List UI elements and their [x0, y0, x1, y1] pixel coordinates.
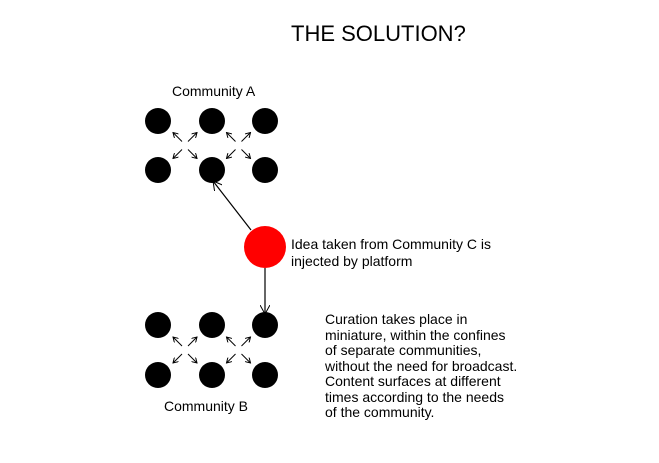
community-a-link-arrow — [227, 133, 236, 142]
community-a-link-arrow — [187, 133, 197, 142]
curation-line: of separate communities, — [325, 342, 482, 358]
idea-node — [244, 226, 286, 268]
community-a-node — [145, 157, 171, 183]
community-a-link-arrow — [241, 133, 251, 142]
community-b-node — [145, 362, 171, 388]
community-a-link-arrow — [241, 149, 251, 159]
curation-caption: Curation takes place in miniature, withi… — [325, 311, 518, 421]
community-b-node — [252, 362, 278, 388]
community-a-link-arrow — [173, 149, 183, 159]
community-b-node — [145, 312, 171, 338]
community-b-link-arrow — [241, 353, 251, 363]
community-b-link-arrow — [187, 353, 197, 363]
community-a-link-arrow — [187, 149, 197, 159]
community-b-link-arrow — [173, 337, 183, 347]
curation-line: without the need for broadcast. — [325, 357, 518, 374]
community-a-link-arrow — [227, 149, 236, 159]
community-a-node — [252, 157, 278, 183]
idea-line: Idea taken from Community C is — [291, 236, 491, 252]
page-title: THE SOLUTION? — [291, 21, 466, 46]
arrow-idea-to-community-a — [213, 181, 252, 231]
community-b-link-arrow — [241, 337, 251, 347]
curation-line: Curation takes place in — [325, 311, 468, 327]
community-a-node — [145, 108, 171, 134]
community-b-link-arrow — [227, 353, 236, 363]
community-b-link-arrow — [227, 337, 236, 347]
community-b-node — [199, 312, 225, 338]
idea-caption: Idea taken from Community C is injected … — [291, 236, 491, 270]
community-b-label: Community B — [164, 398, 249, 414]
community-b-node — [199, 362, 225, 388]
community-a-node — [199, 108, 225, 134]
curation-line: of the community. — [325, 404, 435, 420]
community-a-label: Community A — [172, 83, 256, 99]
community-b-link-arrow — [173, 353, 183, 363]
community-a-node — [199, 157, 225, 183]
community-a-link-arrow — [173, 133, 183, 142]
curation-line: Content surfaces at different — [325, 373, 501, 389]
community-b-link-arrow — [187, 337, 197, 347]
community-a-node — [252, 108, 278, 134]
community-b-node — [252, 312, 278, 338]
curation-line: miniature, within the confines — [325, 326, 506, 343]
curation-line: times according to the needs — [325, 388, 504, 405]
idea-line: injected by platform — [291, 253, 413, 269]
